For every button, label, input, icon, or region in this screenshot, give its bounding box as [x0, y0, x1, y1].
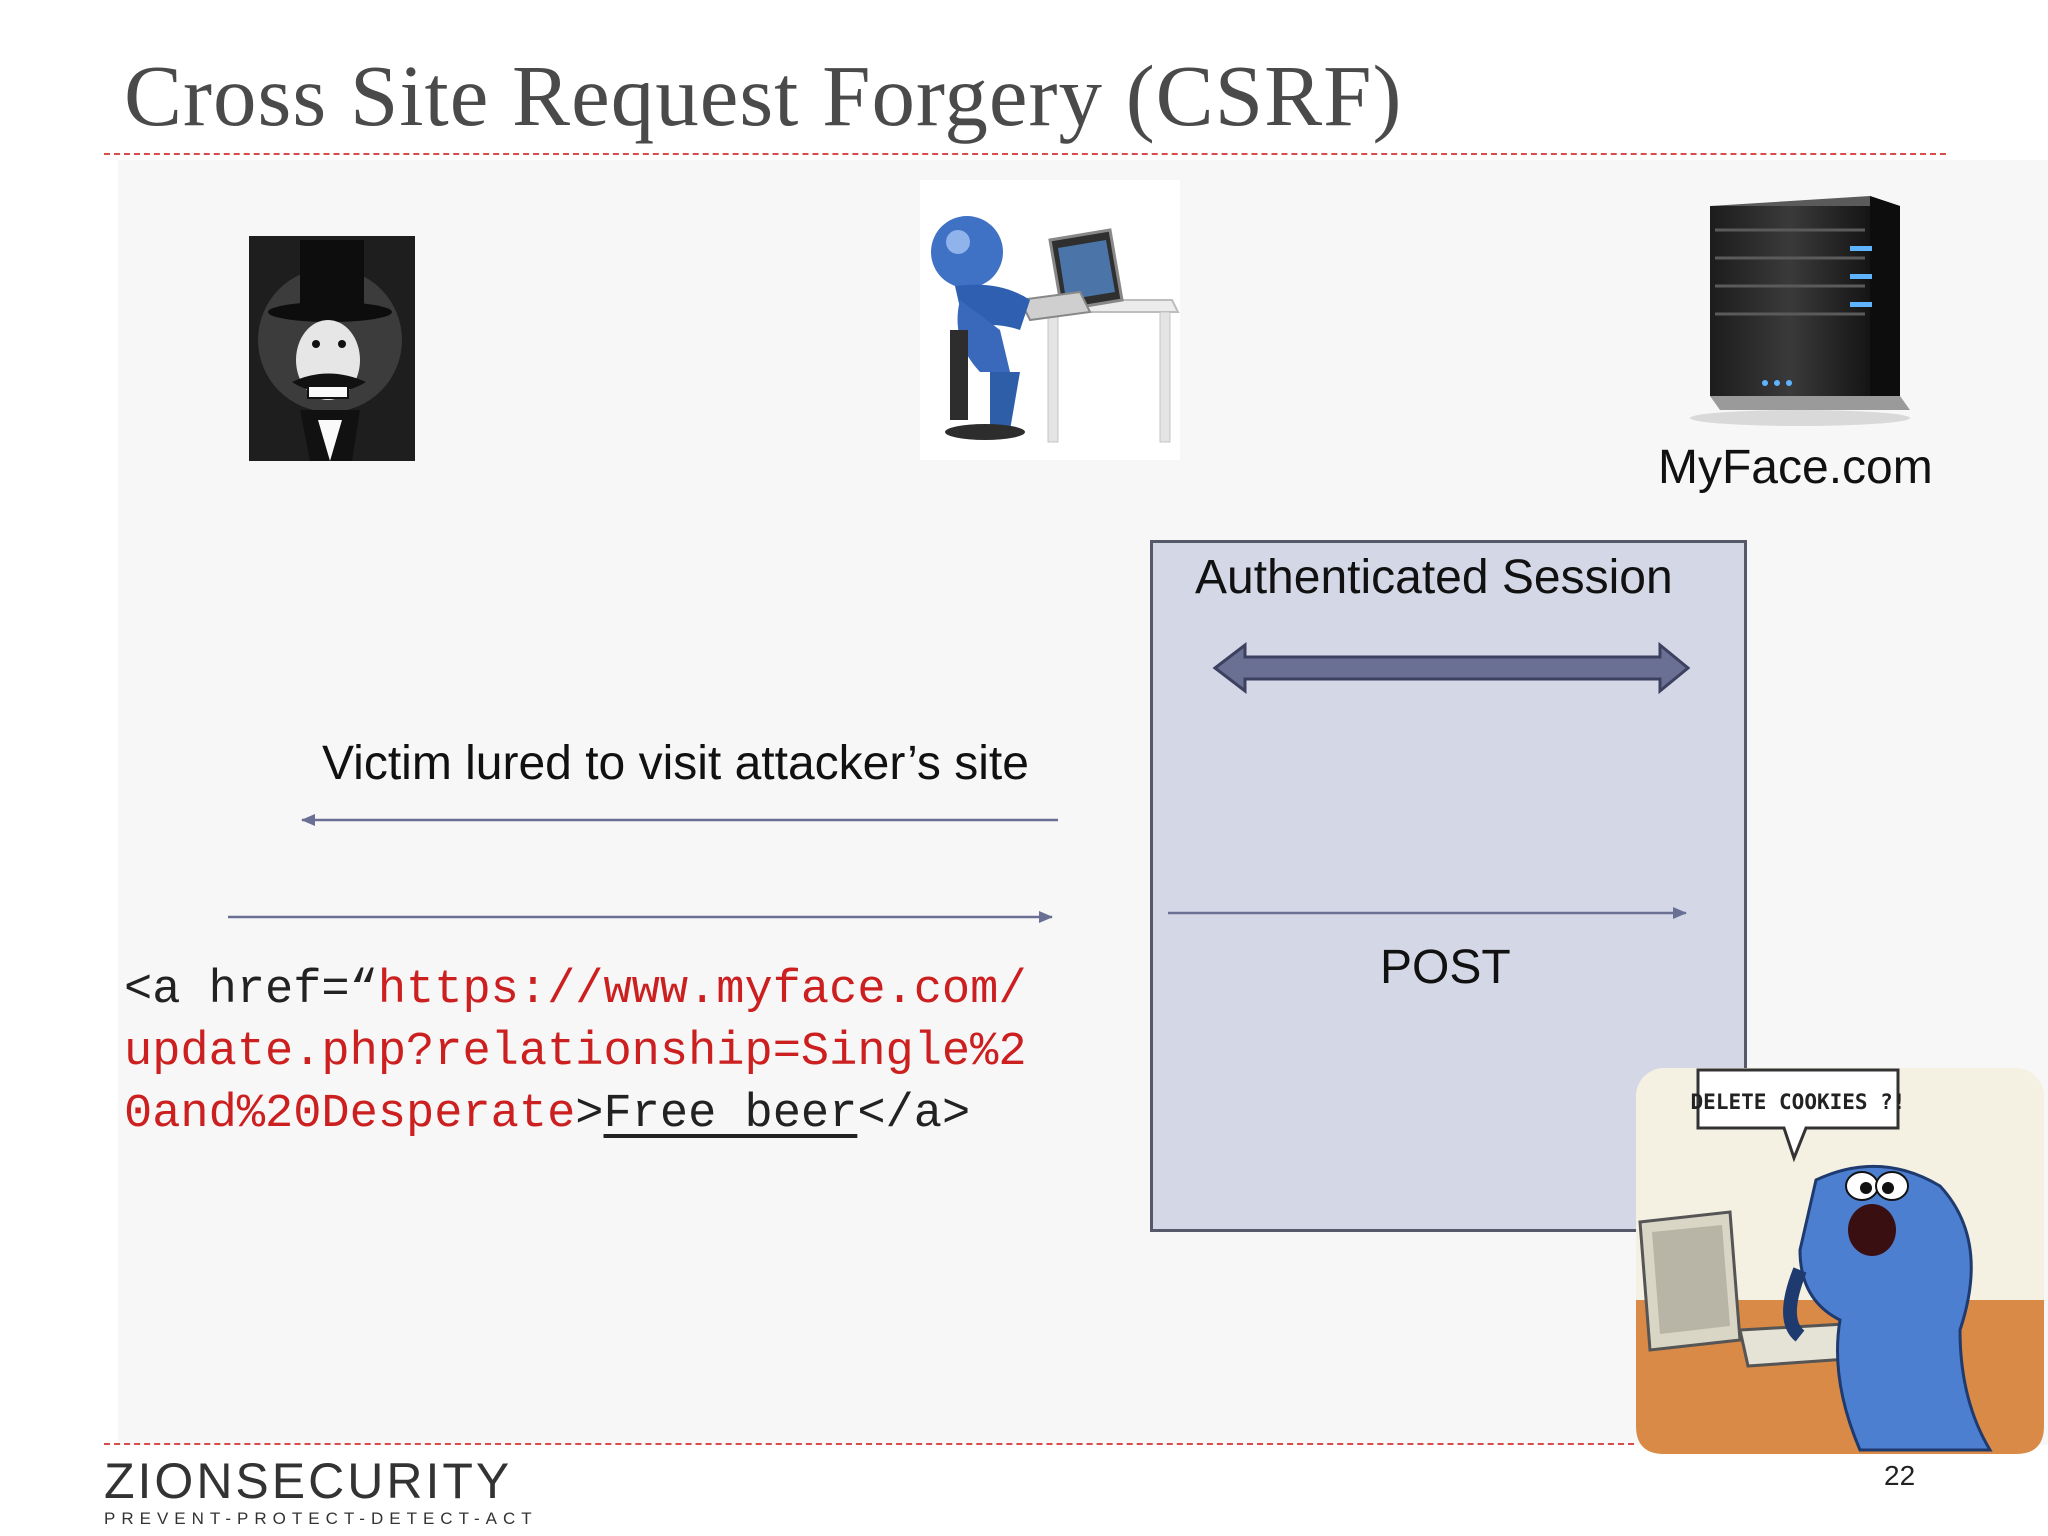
server-icon — [1690, 196, 1910, 426]
code-url-part2: update.php?relationship=Single%2 — [124, 1026, 1027, 1079]
malicious-link-code: <a href=“https://www.myface.com/ update.… — [124, 960, 1027, 1146]
session-double-arrow — [1212, 641, 1691, 695]
cookie-monster-cartoon: DELETE COOKIES ?! — [1636, 1068, 2044, 1454]
lure-label: Victim lured to visit attacker’s site — [322, 737, 1029, 790]
server-label: MyFace.com — [1658, 441, 1933, 494]
title-divider — [104, 153, 1946, 155]
cartoon-speech: DELETE COOKIES ?! — [1691, 1090, 1906, 1114]
zionsecurity-logo: ZIONSECURITY PREVENT-PROTECT-DETECT-ACT — [104, 1455, 538, 1529]
code-anchor-gt: > — [575, 1088, 604, 1141]
logo-tagline: PREVENT-PROTECT-DETECT-ACT — [104, 1509, 538, 1528]
session-label: Authenticated Session — [1195, 551, 1673, 604]
post-label: POST — [1380, 941, 1511, 994]
code-url-part3: 0and%20Desperate — [124, 1088, 576, 1141]
code-anchor-close: </a> — [857, 1088, 971, 1141]
footer-divider — [104, 1443, 1634, 1445]
page-number: 22 — [1884, 1460, 1916, 1491]
villain-icon — [249, 236, 415, 461]
slide-title: Cross Site Request Forgery (CSRF) — [124, 47, 1403, 144]
logo-name: ZIONSECURITY — [104, 1453, 513, 1509]
user-at-computer-icon — [920, 180, 1180, 460]
code-anchor-open: <a href=“ — [124, 964, 378, 1017]
code-url-part1: https://www.myface.com/ — [377, 964, 1027, 1017]
free-beer-link[interactable]: Free beer — [603, 1088, 858, 1141]
